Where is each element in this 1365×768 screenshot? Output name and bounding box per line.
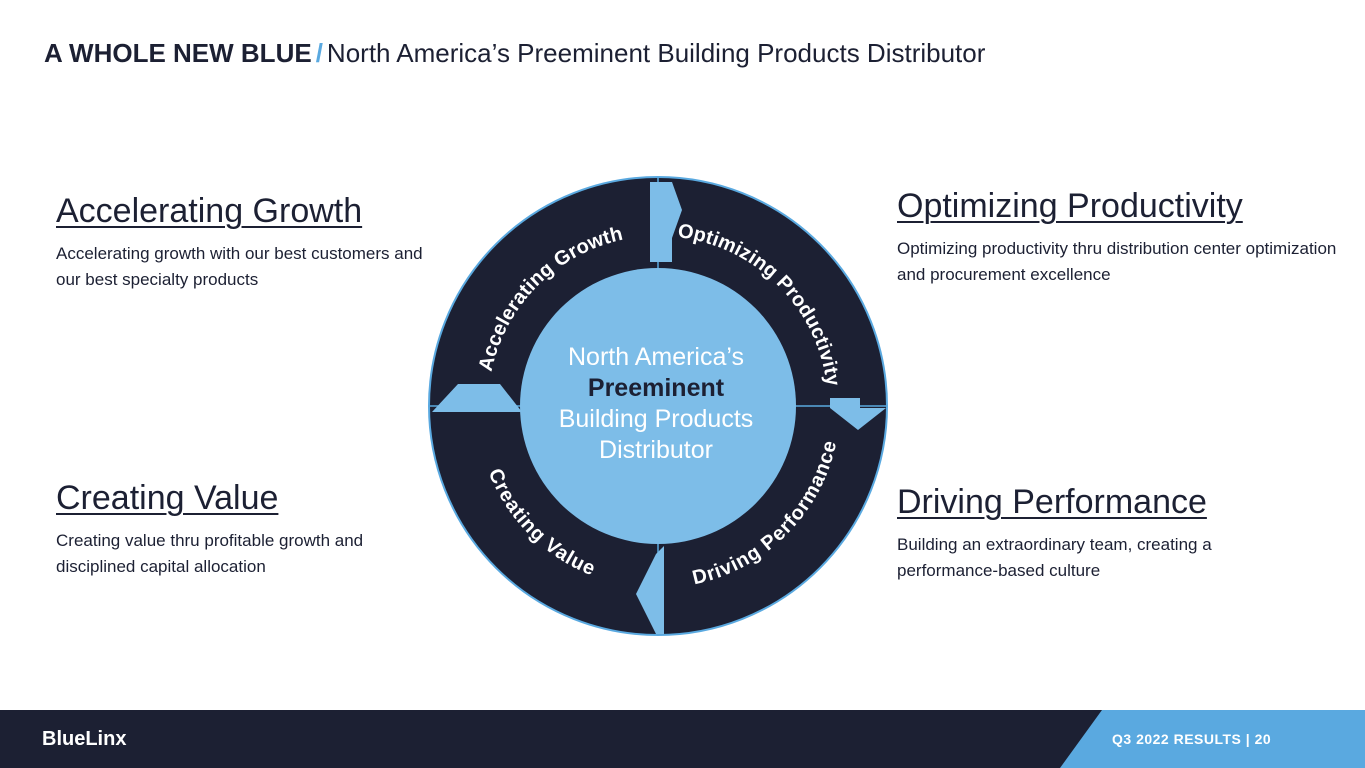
creating-value-heading: Creating Value <box>56 479 279 517</box>
center-line-2: Preeminent <box>587 374 725 402</box>
title-separator: / <box>315 38 323 68</box>
driving-performance-text: Building an extraordinary team, creating… <box>897 535 1212 580</box>
bluelinx-logo: BlueLinx <box>42 728 127 750</box>
optimizing-productivity-text: Optimizing productivity thru distributio… <box>897 239 1337 284</box>
results-tag-text: Q3 2022 RESULTS | 20 <box>1112 731 1272 747</box>
driving-performance-block: Driving Performance Building an extraord… <box>897 483 1317 584</box>
results-tag <box>1060 710 1365 768</box>
driving-performance-heading: Driving Performance <box>897 483 1207 521</box>
center-line-4: Distributor <box>599 436 713 464</box>
creating-value-block: Creating Value Creating value thru profi… <box>56 479 436 580</box>
accelerating-growth-block: Accelerating Growth Accelerating growth … <box>56 192 436 293</box>
creating-value-text: Creating value thru profitable growth an… <box>56 531 364 576</box>
arrow-right-icon <box>650 182 682 262</box>
optimizing-productivity-block: Optimizing Productivity Optimizing produ… <box>897 187 1337 288</box>
arrow-down-icon <box>830 398 886 430</box>
arrow-left-icon <box>636 546 664 634</box>
title-bold: A WHOLE NEW BLUE <box>44 38 312 68</box>
optimizing-productivity-heading: Optimizing Productivity <box>897 187 1243 225</box>
center-line-3: Building Products <box>558 405 754 433</box>
center-circle <box>520 268 796 544</box>
accelerating-growth-text: Accelerating growth with our best custom… <box>56 244 423 289</box>
page-title: A WHOLE NEW BLUE/North America’s Preemin… <box>44 38 985 69</box>
cycle-diagram: Accelerating Growth Optimizing Productiv… <box>428 176 888 636</box>
arrow-up-icon <box>432 384 522 412</box>
title-rest: North America’s Preeminent Building Prod… <box>326 38 986 68</box>
accelerating-growth-heading: Accelerating Growth <box>56 192 363 230</box>
cycle-center-text: North America’s Preeminent Building Prod… <box>520 342 792 466</box>
center-line-1: North America’s <box>568 343 744 371</box>
